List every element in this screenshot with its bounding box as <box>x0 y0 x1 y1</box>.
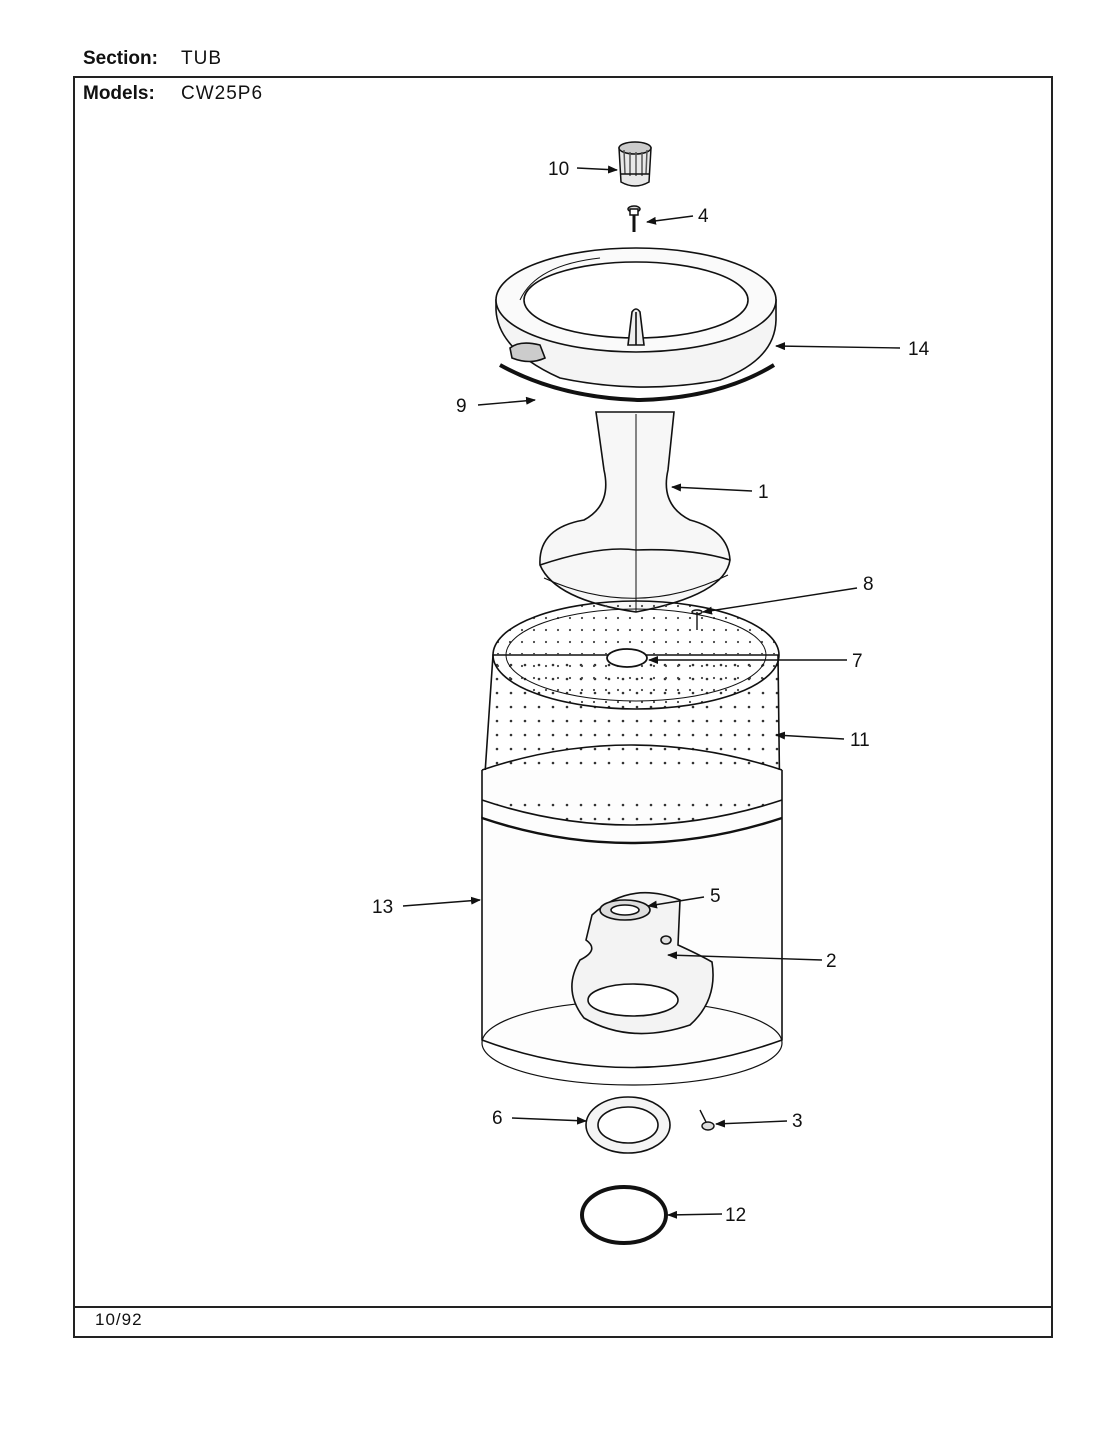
callout-2: 2 <box>826 951 837 972</box>
models-value: CW25P6 <box>181 83 264 104</box>
callout-8: 8 <box>863 574 874 595</box>
callout-6: 6 <box>492 1108 503 1129</box>
footer-date: 10/92 <box>95 1310 143 1329</box>
callout-1: 1 <box>758 482 769 503</box>
diagram-frame <box>73 76 1053 1338</box>
part-6-gasket <box>585 1096 671 1154</box>
part-9-seal <box>499 363 776 403</box>
part-14-tub-ring <box>495 247 777 388</box>
callout-5: 5 <box>710 886 721 907</box>
footer-divider <box>73 1306 1053 1308</box>
callout-14: 14 <box>908 339 930 360</box>
callout-12: 12 <box>725 1205 746 1226</box>
section-heading: Section: TUB <box>83 48 222 70</box>
callout-7: 7 <box>852 651 863 672</box>
callout-3: 3 <box>792 1111 803 1132</box>
part-3-bolt <box>699 1109 715 1131</box>
callout-9: 9 <box>456 396 467 417</box>
callout-13: 13 <box>372 897 393 918</box>
part-13-outer-tub <box>481 744 783 1086</box>
callout-10: 10 <box>548 159 569 180</box>
part-4-bolt <box>627 205 641 232</box>
callout-11: 11 <box>850 730 870 751</box>
callouts <box>402 165 901 1219</box>
models-heading: Models: CW25P6 <box>83 83 263 105</box>
models-label: Models: <box>83 83 155 104</box>
section-value: TUB <box>181 48 222 69</box>
callout-4: 4 <box>698 206 709 227</box>
section-label: Section: <box>83 48 158 69</box>
part-12-belt <box>580 1185 668 1245</box>
part-1-agitator <box>539 411 731 613</box>
part-10-cap <box>618 141 652 187</box>
